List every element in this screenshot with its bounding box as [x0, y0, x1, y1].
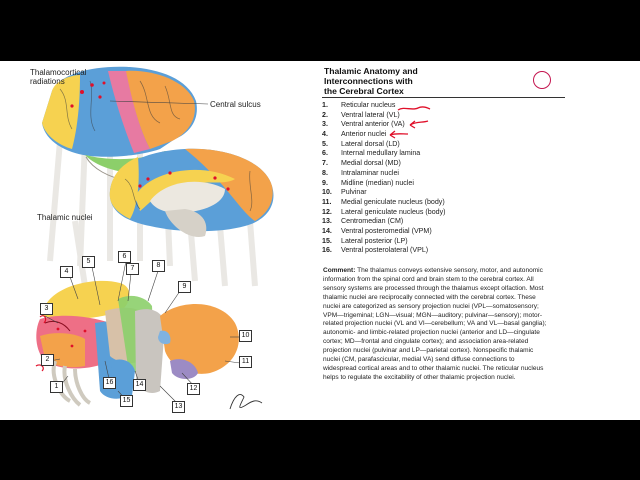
list-item: 11.Medial geniculate nucleus (body) — [322, 197, 445, 206]
callout-11: 11 — [239, 356, 252, 368]
red-annotation-arrows — [389, 106, 431, 139]
label-thalamic-nuclei: Thalamic nuclei — [37, 213, 93, 222]
callout-5: 5 — [82, 256, 95, 268]
list-item: 4.Anterior nuclei — [322, 130, 387, 139]
nuclei-list: 1.Reticular nucleus 2.Ventral lateral (V… — [322, 101, 562, 256]
callout-7: 7 — [126, 263, 139, 275]
comment-paragraph: Comment: The thalamus conveys extensive … — [323, 267, 547, 383]
lateral-brain-view — [42, 66, 197, 183]
callout-1: 1 — [50, 381, 63, 393]
callout-14: 14 — [133, 379, 146, 391]
record-circle-icon[interactable] — [533, 71, 551, 89]
callout-2: 2 — [41, 354, 54, 366]
callout-3: 3 — [40, 303, 53, 315]
callout-4: 4 — [60, 266, 73, 278]
list-item: 8.Intralaminar nuclei — [322, 168, 399, 177]
anatomy-figure: Thalamocortical radiations Central sulcu… — [0, 61, 300, 420]
title-divider — [322, 97, 565, 98]
medial-brain-view — [109, 148, 274, 237]
callout-13: 13 — [172, 401, 185, 413]
netter-signature — [229, 394, 263, 410]
list-item: 1.Reticular nucleus — [322, 101, 396, 109]
list-item: 7.Medial dorsal (MD) — [322, 159, 401, 168]
list-item: 12.Lateral geniculate nucleus (body) — [322, 207, 446, 216]
list-item: 5.Lateral dorsal (LD) — [322, 139, 400, 148]
list-item: 10.Pulvinar — [322, 188, 367, 197]
callout-15: 15 — [120, 395, 133, 407]
callout-8: 8 — [152, 260, 165, 272]
page-title: Thalamic Anatomy and Interconnections wi… — [324, 66, 418, 96]
thalamus-model — [36, 280, 239, 407]
comment-label: Comment: — [323, 267, 356, 274]
list-item: 3.Ventral anterior (VA) — [322, 120, 405, 129]
list-item: 6.Internal medullary lamina — [322, 149, 421, 158]
callout-10: 10 — [239, 330, 252, 342]
text-column: Thalamic Anatomy and Interconnections wi… — [322, 61, 640, 420]
list-item: 14.Ventral posteromedial (VPM) — [322, 226, 432, 235]
brain-illustration — [35, 66, 274, 410]
list-item: 15.Lateral posterior (LP) — [322, 236, 408, 245]
callout-9: 9 — [178, 281, 191, 293]
comment-text: The thalamus conveys extensive sensory, … — [323, 267, 547, 381]
list-item: 13.Centromedian (CM) — [322, 217, 404, 226]
callout-16: 16 — [103, 377, 116, 389]
callout-6: 6 — [118, 251, 131, 263]
list-item: 16.Ventral posterolateral (VPL) — [322, 246, 429, 255]
label-central-sulcus: Central sulcus — [210, 100, 261, 109]
label-thalamocortical-radiations: Thalamocortical radiations — [30, 68, 87, 86]
list-item: 2.Ventral lateral (VL) — [322, 110, 400, 119]
callout-12: 12 — [187, 383, 200, 395]
textbook-page: Thalamocortical radiations Central sulcu… — [0, 61, 640, 420]
leader-lines — [44, 100, 241, 407]
list-item: 9.Midline (median) nuclei — [322, 178, 414, 187]
